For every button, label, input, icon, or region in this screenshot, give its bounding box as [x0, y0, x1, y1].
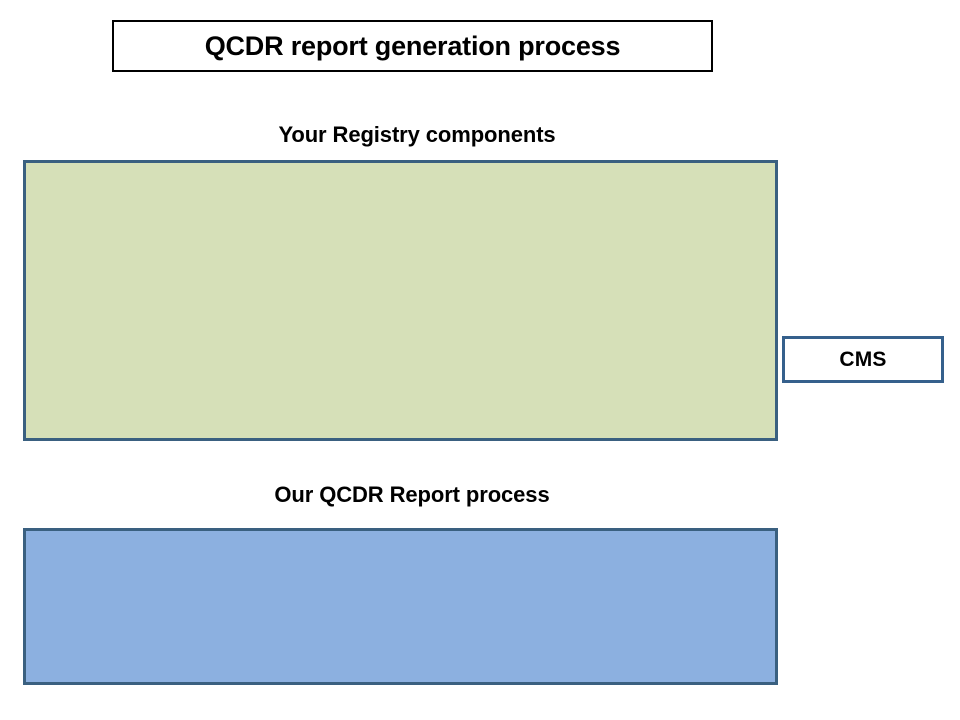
cms-endpoint-box: CMS: [782, 336, 944, 383]
section-label-process: Our QCDR Report process: [274, 482, 550, 507]
slide-title-box: QCDR report generation process: [112, 20, 713, 72]
cms-label: CMS: [839, 348, 887, 371]
page-title: QCDR report generation process: [204, 30, 621, 61]
panel-qcdr-report-process: [23, 528, 778, 685]
panel-registry-components: [23, 160, 778, 441]
section-label-registry: Your Registry components: [278, 122, 556, 147]
